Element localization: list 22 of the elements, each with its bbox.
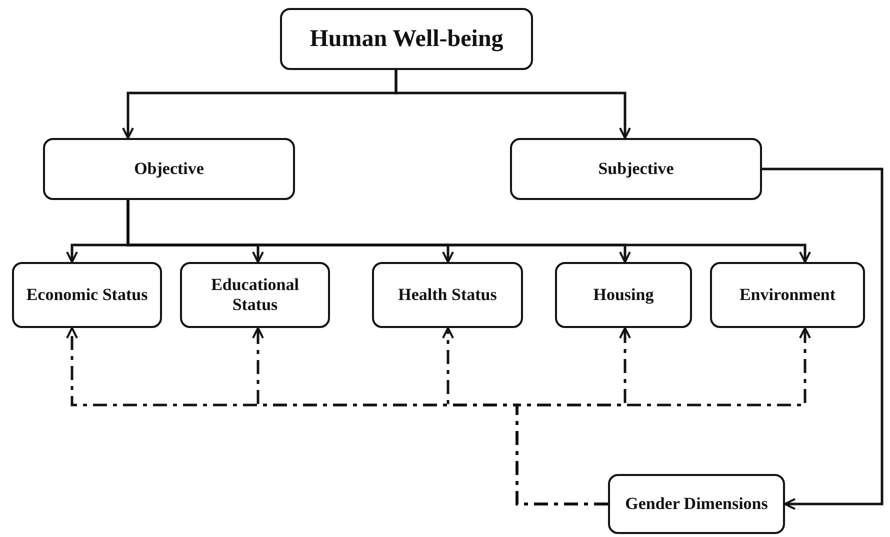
process-box: [372, 262, 523, 328]
box-label: Human Well-being: [310, 24, 504, 54]
box-label: Housing: [593, 284, 654, 306]
arrow: [394, 70, 631, 139]
arrow: [126, 200, 811, 263]
process-box: [510, 138, 762, 200]
arrow: [516, 327, 811, 506]
process-box: [180, 262, 330, 328]
process-box: [555, 262, 692, 328]
arrow: [762, 168, 884, 510]
process-box: [608, 474, 785, 534]
process-box: [43, 138, 295, 200]
box-label: Objective: [134, 158, 204, 180]
box-label: Economic Status: [26, 284, 148, 306]
process-box: [12, 262, 162, 328]
box-label: Gender Dimensions: [625, 494, 768, 514]
process-box: [710, 262, 865, 328]
box-label: Educational Status: [210, 274, 300, 316]
box-label: Environment: [739, 284, 836, 306]
process-box: [280, 8, 533, 70]
box-label: Subjective: [598, 158, 674, 180]
box-label: Health Status: [398, 284, 497, 306]
